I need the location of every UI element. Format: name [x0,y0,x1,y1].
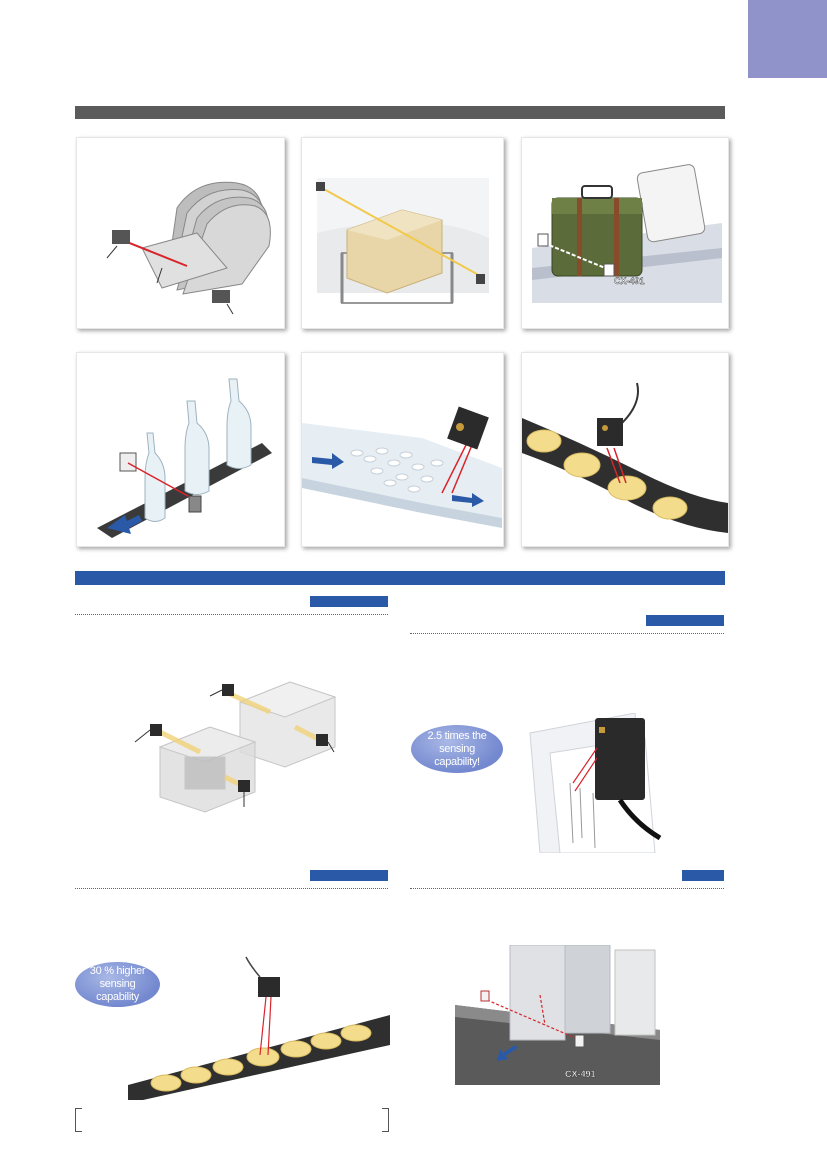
chapter-tab [748,0,827,78]
sensor-icon [316,734,328,746]
crackers-sensor-illustration [128,955,390,1100]
sensor-icon [258,977,280,997]
feature-tag [310,870,388,881]
arrow-left-icon [107,515,142,534]
paper-detection-illustration [525,713,665,853]
reflector-icon [119,452,137,472]
bracket-left [75,1108,82,1132]
sensor-icon [597,418,623,446]
sensor-icon [188,495,202,513]
divider [75,888,388,889]
features-header-bar [75,571,725,585]
bracket-right [382,1108,389,1132]
application-panel-5 [301,352,504,547]
luggage-conveyor-illustration: CX-491 [522,138,728,328]
sensing-capability-bubble: 30 % higher sensing capability [75,962,160,1007]
sensing-capability-bubble: 2.5 times the sensing capability! [411,725,503,773]
feature-tag [646,615,724,626]
sensor-icon [150,724,162,736]
application-panel-4 [76,352,285,547]
sensing-capability-text: 2.5 times the sensing capability! [427,729,487,768]
sensor-icon [476,274,485,284]
feature-tag [682,870,724,881]
crackers-conveyor-illustration [522,382,728,533]
sensor-receiver-icon [212,290,230,303]
folded-sheets-illustration [106,181,271,315]
sensor-icon [238,780,250,792]
tablets-chute-illustration [302,406,502,528]
bottles-conveyor-illustration [97,378,272,538]
cx491-label: CX-491 [565,1069,596,1079]
transparent-boxes-illustration [130,672,345,832]
arrow-right-icon [452,493,484,507]
feature-tag [310,596,388,607]
arrow-right-icon [312,453,344,469]
sensor-icon [574,1034,585,1048]
sensor-icon [222,684,234,696]
application-panel-2 [301,137,504,329]
application-panel-1 [76,137,285,329]
sensor-icon [537,233,549,247]
doorway-sensor-illustration: CX-491 [455,945,660,1085]
sensor-icon [447,406,489,450]
arrow-left-icon [497,1045,518,1061]
divider [410,888,724,889]
divider [75,614,388,615]
sensor-emitter-icon [112,230,130,244]
applications-header-bar [75,106,725,119]
stacked-sheets-illustration [316,178,489,304]
sensor-icon [603,263,615,277]
divider [410,633,724,634]
application-panel-3: CX-491 [521,137,729,329]
sensor-icon [316,182,325,191]
sensing-capability-text: 30 % higher sensing capability [89,965,146,1003]
reflector-icon [480,990,490,1002]
sensor-icon [595,718,645,800]
cx491-label: CX-491 [614,276,645,286]
application-panel-6 [521,352,729,547]
